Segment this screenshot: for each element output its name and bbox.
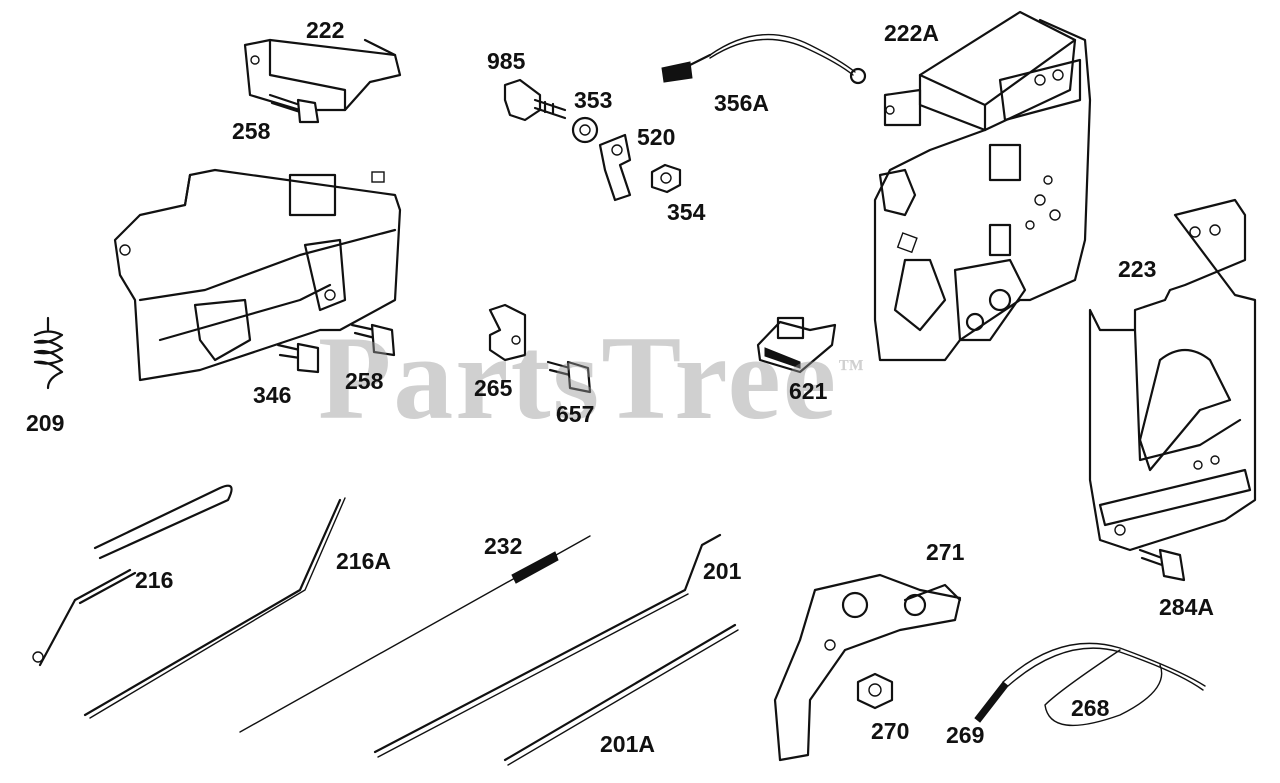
part-222-control-bracket[interactable] [113,38,402,382]
callout-216A[interactable]: 216A [336,548,391,574]
callout-354[interactable]: 354 [667,199,706,225]
callout-201A[interactable]: 201A [600,731,655,757]
callout-985[interactable]: 985 [487,48,526,74]
callout-271[interactable]: 271 [926,539,965,565]
part-271-lever[interactable] [773,573,962,762]
part-222A-main-bracket[interactable] [873,10,1092,362]
part-985-bracket-screw[interactable] [503,78,567,122]
callout-222[interactable]: 222 [306,17,345,43]
callout-346[interactable]: 346 [253,382,292,408]
callout-621[interactable]: 621 [789,378,828,404]
watermark-text: PartsTree [318,311,838,444]
part-201A-rod[interactable] [503,623,739,766]
part-258-bolt-upper[interactable] [268,93,320,124]
trademark-symbol: ™ [837,354,866,383]
callout-265[interactable]: 265 [474,375,513,401]
callout-222A[interactable]: 222A [884,20,939,46]
part-284A-bolt[interactable] [1138,548,1186,582]
watermark: PartsTree™ [318,318,866,438]
part-657-bolt[interactable] [546,360,592,394]
part-621-switch[interactable] [756,316,837,374]
part-346-bolt[interactable] [276,342,320,374]
callout-258-upper[interactable]: 258 [232,118,271,144]
callout-284A[interactable]: 284A [1159,594,1214,620]
part-520-terminal[interactable] [598,133,632,202]
part-258-bolt-lower[interactable] [350,323,396,357]
part-209-spring[interactable] [33,316,64,390]
callout-223[interactable]: 223 [1118,256,1157,282]
part-354-nut[interactable] [650,163,682,194]
part-356A-ground-wire[interactable] [661,33,867,85]
callout-270[interactable]: 270 [871,718,910,744]
callout-657[interactable]: 657 [556,401,595,427]
part-353-lock-washer[interactable] [571,116,599,144]
callout-216[interactable]: 216 [135,567,174,593]
part-268-269-cable[interactable] [974,642,1206,727]
part-265-clip[interactable] [488,303,527,362]
part-201-rod[interactable] [373,533,722,758]
callout-269[interactable]: 269 [946,722,985,748]
part-232-wire-spring[interactable] [239,535,591,733]
callout-520[interactable]: 520 [637,124,676,150]
callout-232[interactable]: 232 [484,533,523,559]
part-216-rod[interactable] [32,484,233,667]
callout-356A[interactable]: 356A [714,90,769,116]
callout-201[interactable]: 201 [703,558,742,584]
part-270-nut[interactable] [856,672,894,710]
part-216A-rod[interactable] [83,497,346,719]
callout-209[interactable]: 209 [26,410,65,436]
callout-258-lower[interactable]: 258 [345,368,384,394]
part-223-bracket[interactable] [1088,198,1257,552]
callout-353[interactable]: 353 [574,87,613,113]
callout-268[interactable]: 268 [1071,695,1110,721]
